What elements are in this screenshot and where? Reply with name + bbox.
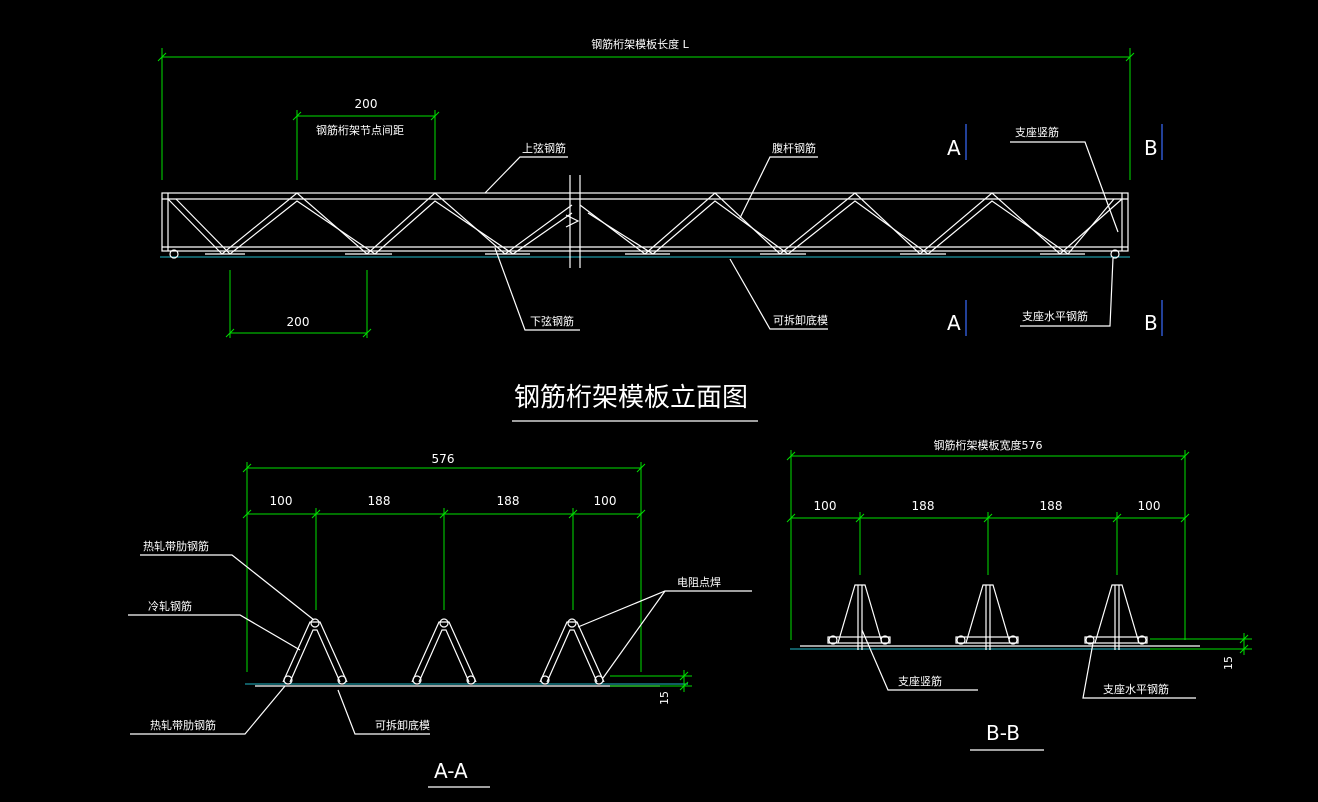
section-b-support-vertical-callout: 支座竖筋 bbox=[861, 629, 978, 691]
section-marker-b-top: B bbox=[1144, 124, 1163, 160]
elevation-title-block: 钢筋桁架模板立面图 bbox=[512, 383, 758, 422]
section-b-dim-4: 100 bbox=[1138, 499, 1161, 513]
section-a-title: A-A bbox=[434, 759, 468, 783]
hot-rolled-bottom-label: 热轧带肋钢筋 bbox=[150, 718, 216, 732]
truss-frame bbox=[160, 175, 1130, 268]
section-a-total-dim: 576 bbox=[432, 452, 455, 466]
support-vertical-label: 支座竖筋 bbox=[1015, 125, 1059, 139]
top-chord-label: 上弦钢筋 bbox=[522, 141, 566, 155]
section-a-dim-2: 188 bbox=[368, 494, 391, 508]
section-marker-a-bottom: A bbox=[947, 300, 967, 336]
node-spacing-dimension: 200 钢筋桁架节点间距 bbox=[292, 97, 440, 180]
top-chord-callout: 上弦钢筋 bbox=[484, 141, 568, 194]
node-dim-value: 200 bbox=[355, 97, 378, 111]
bottom-dimension: 200 bbox=[225, 270, 372, 338]
length-dimension: 钢筋桁架模板长度 L bbox=[157, 37, 1135, 180]
section-b-15-value: 15 bbox=[1222, 656, 1235, 670]
length-label: 钢筋桁架模板长度 L bbox=[591, 37, 689, 51]
node-spacing-label: 钢筋桁架节点间距 bbox=[316, 123, 404, 137]
svg-text:B: B bbox=[1144, 136, 1158, 160]
section-marker-a-top: A bbox=[947, 124, 967, 160]
section-a-dim-3: 188 bbox=[497, 494, 520, 508]
cold-rolled-callout: 冷轧钢筋 bbox=[128, 599, 301, 651]
support-horizontal-callout: 支座水平钢筋 bbox=[1020, 257, 1114, 327]
section-b-total-dim: 钢筋桁架模板宽度576 bbox=[934, 438, 1043, 452]
spot-weld-label: 电阻点焊 bbox=[677, 575, 721, 589]
removable-form-a-callout: 可拆卸底模 bbox=[337, 689, 430, 735]
section-a-15-value: 15 bbox=[658, 691, 671, 705]
section-b-title-block: B-B bbox=[970, 721, 1044, 751]
section-b-support-horizontal-label: 支座水平钢筋 bbox=[1103, 682, 1169, 696]
support-horizontal-label: 支座水平钢筋 bbox=[1022, 309, 1088, 323]
bottom-chord-label: 下弦钢筋 bbox=[530, 314, 574, 328]
section-b-title: B-B bbox=[986, 721, 1020, 745]
cold-rolled-label: 冷轧钢筋 bbox=[148, 599, 192, 613]
section-b-dim-2: 188 bbox=[912, 499, 935, 513]
hot-rolled-label: 热轧带肋钢筋 bbox=[143, 539, 209, 553]
svg-text:B: B bbox=[1144, 311, 1158, 335]
section-a-dimensions: 576 100 188 188 100 bbox=[242, 452, 646, 672]
section-b-dim-3: 188 bbox=[1040, 499, 1063, 513]
removable-form-a-label: 可拆卸底模 bbox=[375, 718, 430, 732]
section-b-view: 钢筋桁架模板宽度576 100 188 188 100 bbox=[786, 438, 1252, 751]
section-a-dim-1: 100 bbox=[270, 494, 293, 508]
support-vertical-callout: 支座竖筋 bbox=[1010, 125, 1119, 233]
svg-text:A: A bbox=[947, 136, 961, 160]
elevation-view: 钢筋桁架模板长度 L 200 钢筋桁架节点间距 bbox=[157, 37, 1163, 422]
web-label: 腹杆钢筋 bbox=[772, 141, 816, 155]
section-a-dim-4: 100 bbox=[594, 494, 617, 508]
hot-rolled-callout: 热轧带肋钢筋 bbox=[140, 539, 315, 621]
section-b-15-dim: 15 bbox=[1150, 633, 1252, 670]
web-callout: 腹杆钢筋 bbox=[739, 141, 818, 219]
section-b-supports bbox=[790, 584, 1250, 650]
section-a-15-dim: 15 bbox=[610, 670, 692, 705]
removable-form-callout: 可拆卸底模 bbox=[729, 258, 828, 330]
spot-weld-callout: 电阻点焊 bbox=[577, 575, 752, 679]
section-marker-b-bottom: B bbox=[1144, 300, 1163, 336]
hot-rolled-bottom-callout: 热轧带肋钢筋 bbox=[130, 685, 286, 735]
svg-text:A: A bbox=[947, 311, 961, 335]
section-a-trusses bbox=[245, 618, 688, 687]
section-b-dimensions: 钢筋桁架模板宽度576 100 188 188 100 bbox=[786, 438, 1190, 640]
section-a-view: 576 100 188 188 100 bbox=[128, 452, 752, 788]
bottom-dim-value: 200 bbox=[287, 315, 310, 329]
section-b-support-vertical-label: 支座竖筋 bbox=[898, 674, 942, 688]
section-a-title-block: A-A bbox=[428, 759, 490, 788]
removable-form-label: 可拆卸底模 bbox=[773, 313, 828, 327]
section-b-dim-1: 100 bbox=[814, 499, 837, 513]
elevation-title: 钢筋桁架模板立面图 bbox=[514, 383, 748, 413]
section-b-support-horizontal-callout: 支座水平钢筋 bbox=[1082, 642, 1196, 699]
bottom-chord-callout: 下弦钢筋 bbox=[494, 247, 580, 331]
